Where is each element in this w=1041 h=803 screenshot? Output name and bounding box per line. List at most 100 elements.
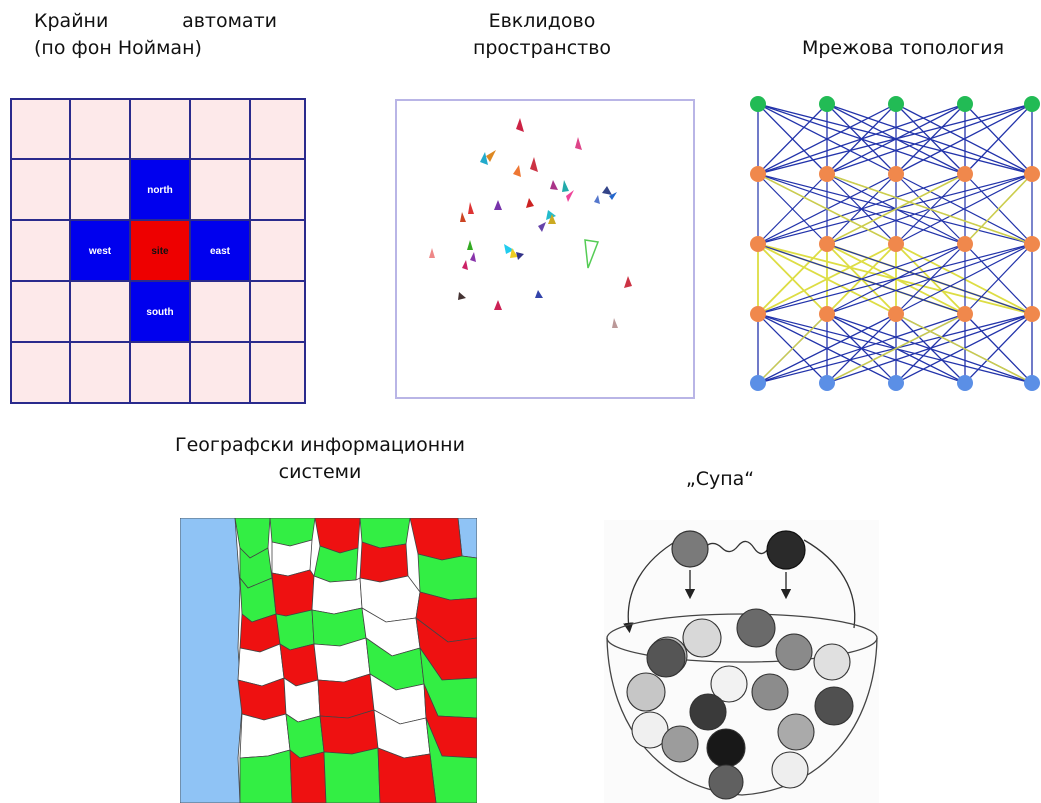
molecule [710,665,748,703]
map-region [359,541,409,583]
von-neumann-grid: north west site east south [10,98,306,404]
agent-arrow [530,157,538,172]
molecule [814,686,854,726]
network-node [819,96,835,112]
agent-arrows [429,118,632,328]
molecule-selected-b [766,530,806,570]
map-region [313,545,359,583]
grid-lines [10,98,306,404]
interaction-squiggle [705,540,771,555]
agent-arrow [516,252,524,260]
network-node [1024,96,1040,112]
network-edges [757,103,1033,384]
network-node [819,236,835,252]
gis-map [180,518,477,803]
molecule [626,672,666,712]
map-region [239,749,293,803]
molecule [736,608,776,648]
molecule [813,643,851,681]
molecule [661,725,699,763]
south-cell [130,281,190,342]
water-region [180,518,243,803]
return-arrow-right [803,539,856,629]
east-cell [190,220,250,281]
east-label: east [210,246,231,257]
network-node [750,375,766,391]
molecule [771,751,809,789]
space-frame [395,99,695,399]
molecule [682,618,722,658]
molecule-selected-a [671,530,709,568]
network-node [957,96,973,112]
network-node [888,236,904,252]
map-region [323,747,381,803]
map-region [275,609,315,651]
agent-arrow [470,252,476,262]
molecule [689,693,727,731]
soup-molecules [626,608,854,800]
network-node [888,96,904,112]
map-region [271,569,315,617]
network-node [750,96,766,112]
caption-gis-line2: системи [278,461,362,483]
map-region [239,713,291,759]
molecule [751,673,789,711]
agent-arrow [462,260,468,270]
network-node [957,375,973,391]
caption-soup: „Супа“ [685,468,755,490]
agent-arrow [480,152,488,165]
molecule [708,764,744,800]
agent-arrow [609,192,617,200]
agent-arrow [516,118,524,132]
agent-arrow [612,318,618,328]
network-node [1024,306,1040,322]
site-cell [130,220,190,281]
network-node [957,166,973,182]
west-label: west [88,246,112,257]
agent-arrow [535,290,543,298]
network-node [1024,375,1040,391]
caption-cellular-line2: (по фон Нойман) [34,37,202,59]
caption-euclid-line1: Евклидово [488,10,596,32]
network-node [750,166,766,182]
network-node [819,375,835,391]
agent-arrow [526,198,534,208]
map-regions [180,518,477,803]
caption-cellular-word1: Крайни [34,10,109,32]
north-label: north [147,185,173,196]
agent-arrow [486,150,496,162]
network-node [819,306,835,322]
network-nodes [750,96,1040,391]
map-region [417,553,477,601]
soup-diagram [604,520,879,803]
network-node [957,306,973,322]
north-cell [130,159,190,220]
network-node [1024,166,1040,182]
bowl-body [606,637,878,796]
euclidean-space-plot [395,99,695,399]
agent-arrow [546,210,556,220]
agent-arrow [594,195,600,204]
caption-gis-line1: Географски информационни [175,434,465,456]
agent-arrow [429,248,435,258]
caption-euclid-line2: пространство [472,37,612,59]
agent-arrow [575,137,582,150]
agent-arrow [624,276,632,288]
network-node [888,375,904,391]
molecule [646,638,686,678]
caption-cellular-automata: Крайни автомати (по фон Нойман) [34,8,294,62]
agent-arrow [538,222,546,232]
agent-arrow [494,300,502,310]
map-region [377,747,437,803]
agent-arrow [513,165,521,177]
agent-arrow [602,186,612,195]
agent-arrow [510,248,518,258]
molecule [775,633,813,671]
network-node [888,166,904,182]
agent-arrow [548,214,556,224]
agent-arrow [467,240,473,250]
network-node [750,236,766,252]
molecule [777,713,815,751]
network-node [957,236,973,252]
agent-arrow [458,292,466,300]
